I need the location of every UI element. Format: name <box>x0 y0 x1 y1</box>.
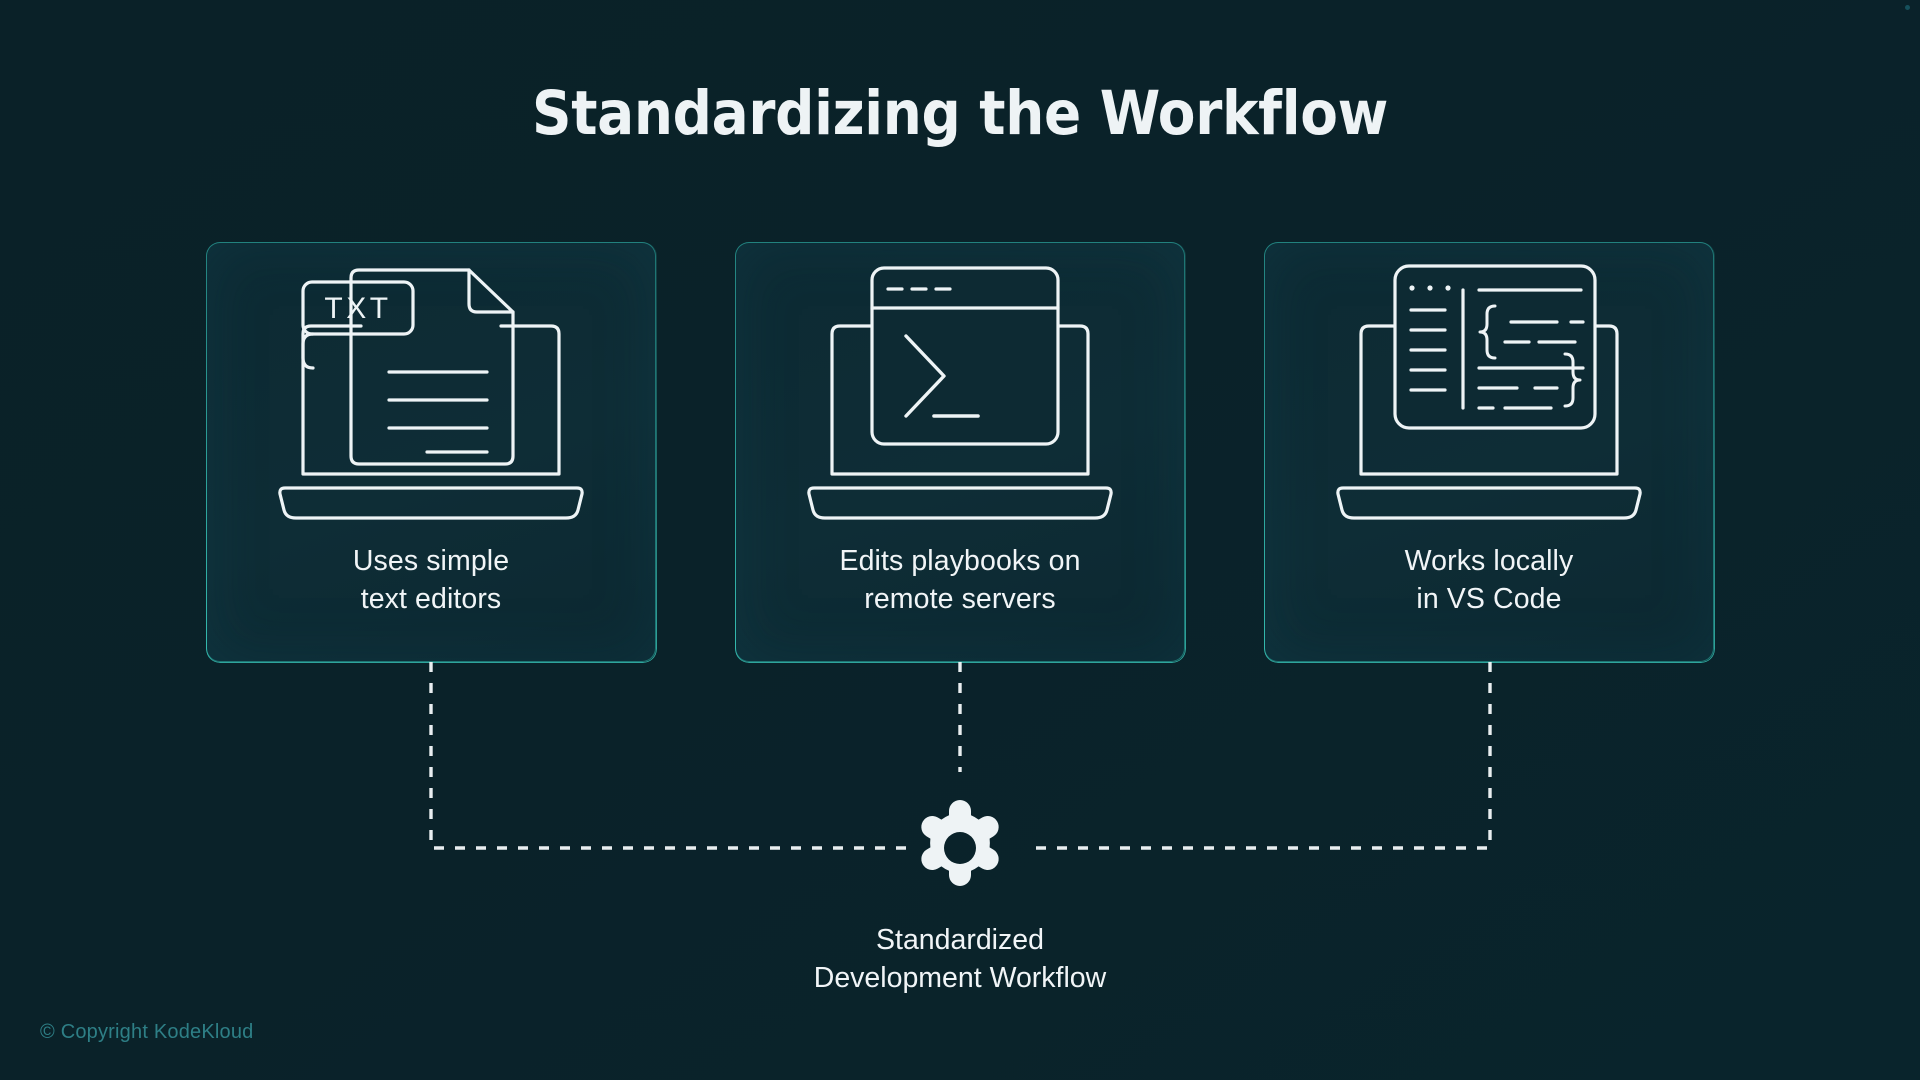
card-remote-servers[interactable]: Edits playbooks on remote servers <box>735 242 1185 662</box>
copyright-text: © Copyright KodeKloud <box>40 1021 254 1043</box>
cards-row: TXT Uses simple text editors <box>206 242 1714 662</box>
laptop-with-txt-document-icon: TXT <box>278 268 584 520</box>
outcome-label: Standardized Development Workflow <box>0 922 1920 998</box>
laptop-with-code-editor-icon <box>1336 264 1642 520</box>
card-label-text-editors: Uses simple text editors <box>353 543 509 619</box>
card-vs-code[interactable]: Works locally in VS Code <box>1264 242 1714 662</box>
card-label-vs-code: Works locally in VS Code <box>1405 543 1574 619</box>
card-label-remote-servers: Edits playbooks on remote servers <box>839 543 1080 619</box>
card-label-line-1: Works locally <box>1404 545 1574 577</box>
card-art-text-editors: TXT <box>207 243 655 543</box>
card-art-vs-code <box>1265 243 1713 543</box>
card-label-line-2: in VS Code <box>1416 582 1562 615</box>
outcome-gear-wrap <box>0 798 1920 898</box>
decorative-dot <box>1905 5 1910 10</box>
txt-badge-text: TXT <box>324 292 391 325</box>
laptop-with-terminal-window-icon <box>807 266 1113 520</box>
gear-icon <box>921 800 999 886</box>
card-label-line-2: text editors <box>360 582 502 615</box>
card-art-remote-servers <box>736 243 1184 543</box>
outcome-label-line-2: Development Workflow <box>813 961 1107 994</box>
card-label-line-1: Uses simple <box>352 545 510 577</box>
card-text-editors[interactable]: TXT Uses simple text editors <box>206 242 656 662</box>
card-label-line-1: Edits playbooks on <box>839 545 1081 577</box>
editor-dots-icon <box>1409 285 1451 291</box>
outcome-label-line-1: Standardized <box>876 924 1044 956</box>
card-label-line-2: remote servers <box>864 582 1056 615</box>
page-title: Standardizing the Workflow <box>531 78 1389 149</box>
